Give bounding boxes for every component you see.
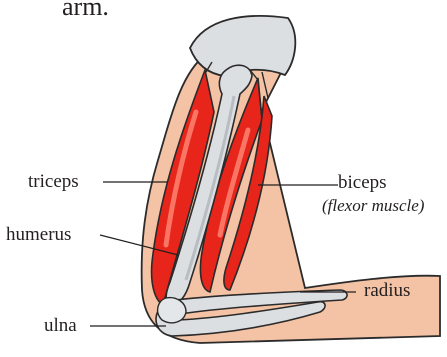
elbow-joint <box>158 298 186 323</box>
triceps-label: triceps <box>28 172 79 191</box>
radius-label: radius <box>364 281 410 300</box>
header-fragment: arm. <box>62 0 109 20</box>
ulna-label: ulna <box>44 316 77 335</box>
biceps-label: biceps <box>338 173 387 192</box>
biceps-note-label: (flexor muscle) <box>322 197 424 214</box>
humerus-label: humerus <box>6 225 71 244</box>
